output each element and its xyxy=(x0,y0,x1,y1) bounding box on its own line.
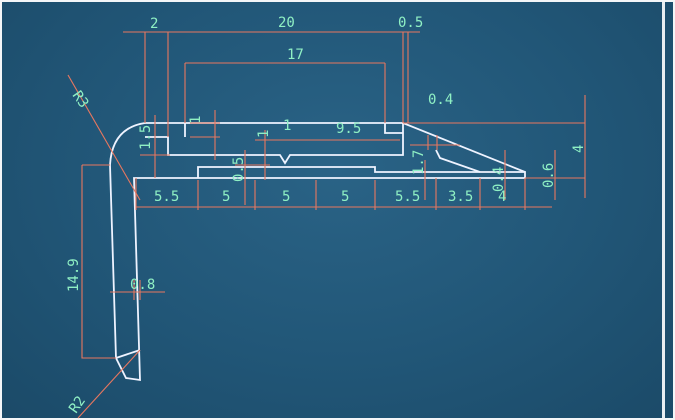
dimension-lines xyxy=(67,31,586,419)
dim-label: 0.5 xyxy=(398,15,423,31)
dim-label: 4 xyxy=(498,189,506,205)
dim-label: 2 xyxy=(150,16,158,32)
radius-label: R3 xyxy=(69,88,92,111)
dim-label: 5.5 xyxy=(154,189,179,205)
dim-label: 20 xyxy=(278,15,295,31)
dimension-labels: 2 20 0.5 17 R3 1 1.5 1 1 9.5 0.5 0.4 1.7… xyxy=(66,15,587,416)
dim-label: 0.4 xyxy=(491,167,507,192)
part-outline xyxy=(109,122,526,382)
dim-label: 0.5 xyxy=(231,157,247,182)
dim-label: 0.8 xyxy=(130,277,155,293)
dim-label: 5 xyxy=(341,189,349,205)
viewport-border xyxy=(662,2,665,418)
dim-label: 5 xyxy=(222,189,230,205)
dim-label: 9.5 xyxy=(336,121,361,137)
dim-label: 0.6 xyxy=(541,163,557,188)
dim-label: 1 xyxy=(283,118,291,134)
dim-label: 1 xyxy=(256,130,272,138)
dim-label: 1.7 xyxy=(411,150,427,175)
dim-label: 5.5 xyxy=(395,189,420,205)
dim-label: 17 xyxy=(287,47,304,63)
dim-label: 1 xyxy=(188,116,204,124)
radius-label: R2 xyxy=(66,393,89,416)
dim-label: 5 xyxy=(282,189,290,205)
dim-label: 1.5 xyxy=(138,125,154,150)
dim-label: 3.5 xyxy=(448,189,473,205)
dim-label: 14.9 xyxy=(66,258,82,292)
dim-label: 0.4 xyxy=(428,92,453,108)
dim-label: 4 xyxy=(571,145,587,153)
